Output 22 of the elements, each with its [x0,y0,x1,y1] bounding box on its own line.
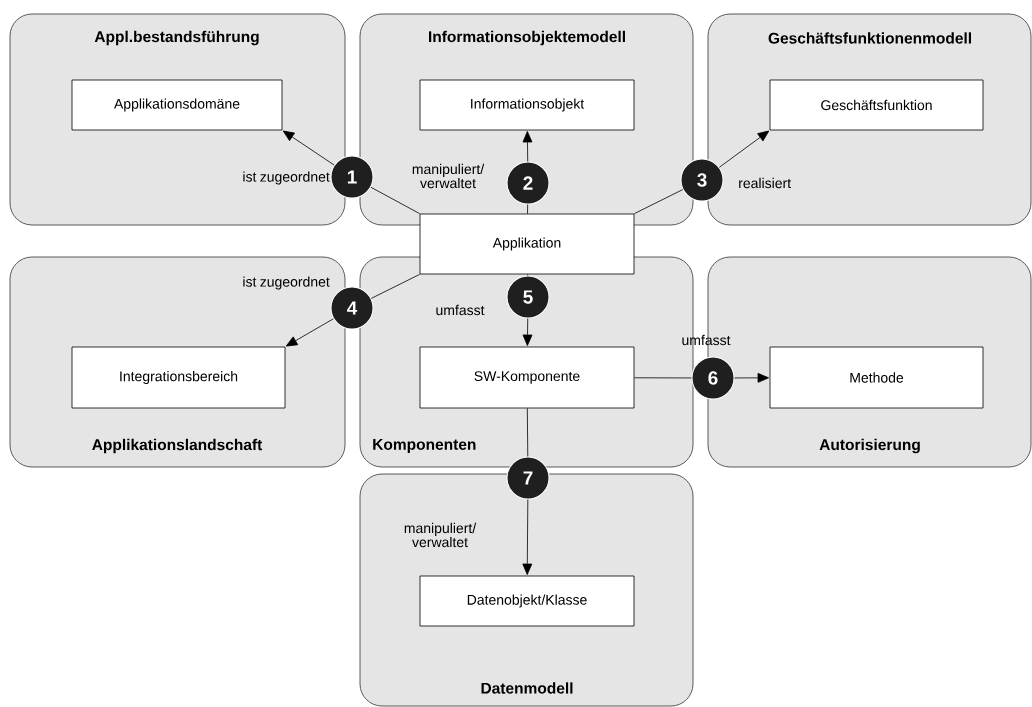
arrow [282,130,335,166]
entity-box: Geschäftsfunktion [769,79,984,131]
relation-caption: manipuliert/ verwaltet [412,163,485,189]
entity-box: SW-Komponente [419,346,635,409]
relation-caption: ist zugeordnet [243,276,330,290]
arrow [522,131,533,162]
entity-box: Applikation [419,213,635,275]
arrow [522,318,533,346]
relation-caption: ist zugeordnet [243,171,330,185]
entity-box: Datenobjekt/Klasse [419,575,635,627]
relation-caption: realisiert [739,177,791,189]
arrow [285,318,334,347]
entity-box: Integrationsbereich [71,346,286,409]
relation-caption: umfasst [682,334,731,346]
entity-box: Methode [769,346,984,409]
entity-box: Informationsobjekt [419,79,635,131]
entity-box: Applikationsdomäne [71,79,283,131]
relation-caption: umfasst [436,304,485,316]
arrow [522,499,533,575]
arrow [718,130,770,168]
arrow [734,372,769,383]
relation-caption: manipuliert/ verwaltet [404,522,477,548]
